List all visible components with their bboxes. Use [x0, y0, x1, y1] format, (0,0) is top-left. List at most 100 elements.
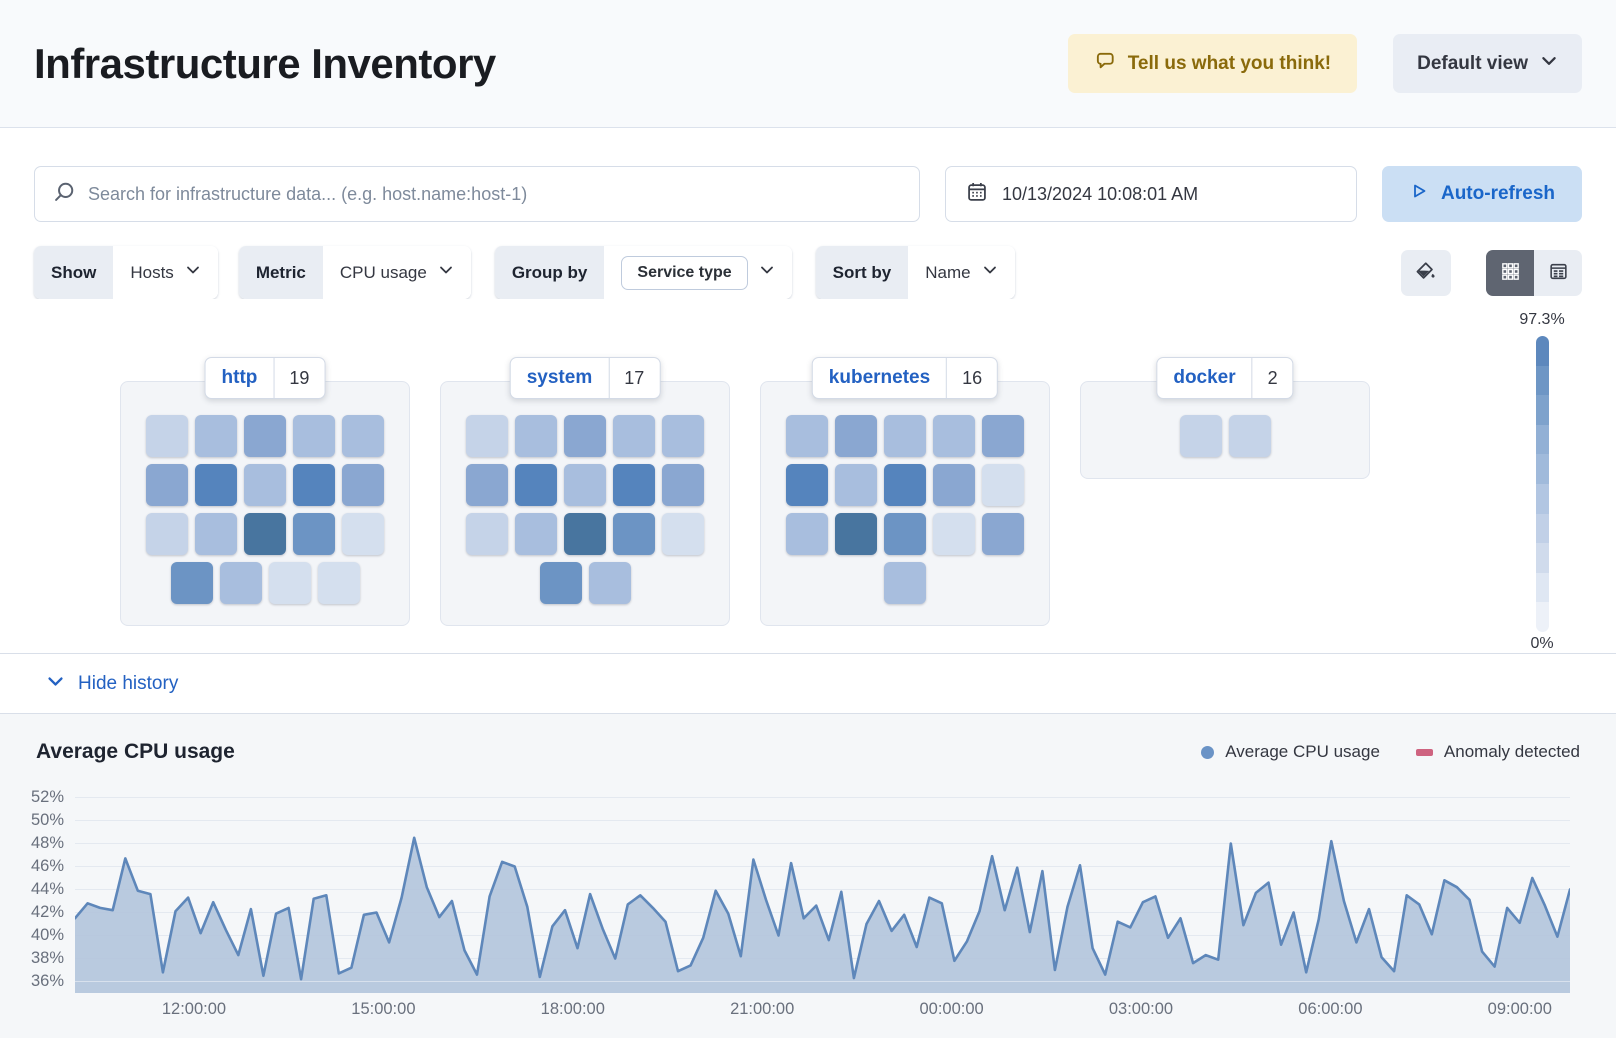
- search-input[interactable]: [88, 183, 901, 205]
- chevron-down-icon: [1540, 52, 1558, 76]
- table-view-toggle[interactable]: [1534, 249, 1582, 296]
- host-tile[interactable]: [342, 513, 384, 555]
- map-view-toggle[interactable]: [1486, 249, 1534, 296]
- x-axis-tick: 21:00:00: [730, 1000, 795, 1018]
- host-tile[interactable]: [835, 513, 877, 555]
- host-tile[interactable]: [933, 464, 975, 506]
- legend-item-anomaly[interactable]: Anomaly detected: [1415, 742, 1580, 762]
- sort-by-label: Sort by: [815, 246, 909, 299]
- x-axis-tick: 18:00:00: [540, 1000, 605, 1018]
- host-tile[interactable]: [835, 464, 877, 506]
- host-tile[interactable]: [982, 464, 1024, 506]
- host-tile[interactable]: [466, 513, 508, 555]
- host-tile[interactable]: [195, 415, 237, 457]
- group-by-value-pill[interactable]: Service type: [621, 255, 748, 290]
- group-name-link[interactable]: http: [221, 367, 258, 388]
- host-tile[interactable]: [982, 513, 1024, 555]
- view-selector-button[interactable]: Default view: [1393, 34, 1582, 93]
- host-tile[interactable]: [786, 513, 828, 555]
- host-tile[interactable]: [293, 415, 335, 457]
- host-tile[interactable]: [268, 562, 311, 604]
- host-tile[interactable]: [195, 513, 237, 555]
- host-tile[interactable]: [564, 513, 606, 555]
- page-title: Infrastructure Inventory: [34, 39, 496, 87]
- calendar-icon: [966, 181, 988, 208]
- host-tile[interactable]: [317, 562, 360, 604]
- host-tile[interactable]: [293, 464, 335, 506]
- host-tile[interactable]: [244, 513, 286, 555]
- host-tile[interactable]: [515, 513, 557, 555]
- host-tile[interactable]: [146, 464, 188, 506]
- host-tile[interactable]: [170, 562, 213, 604]
- host-tile[interactable]: [613, 513, 655, 555]
- host-tile[interactable]: [835, 415, 877, 457]
- host-tile[interactable]: [884, 464, 926, 506]
- host-tile[interactable]: [982, 415, 1024, 457]
- y-axis-tick: 50%: [30, 810, 64, 829]
- host-tile[interactable]: [884, 562, 926, 604]
- metric-dropdown[interactable]: CPU usage: [322, 246, 471, 299]
- host-tile[interactable]: [244, 464, 286, 506]
- x-axis-tick: 06:00:00: [1298, 1000, 1363, 1018]
- chevron-down-icon: [982, 262, 998, 283]
- tile-row: [144, 562, 386, 604]
- host-tile[interactable]: [933, 415, 975, 457]
- auto-refresh-label: Auto-refresh: [1440, 183, 1555, 204]
- legend-step: [1535, 454, 1549, 484]
- host-tile[interactable]: [466, 415, 508, 457]
- host-tile[interactable]: [1228, 415, 1271, 457]
- sort-by-dropdown[interactable]: Name: [908, 246, 1015, 299]
- host-tile[interactable]: [244, 415, 286, 457]
- host-tile[interactable]: [884, 513, 926, 555]
- header-actions: Tell us what you think! Default view: [1067, 34, 1582, 93]
- chart-legend: Average CPU usage Anomaly detected: [1201, 742, 1580, 762]
- host-tile[interactable]: [146, 513, 188, 555]
- host-tile[interactable]: [219, 562, 262, 604]
- host-tile[interactable]: [933, 513, 975, 555]
- group-by-dropdown[interactable]: Service type: [604, 246, 792, 299]
- tile-row: [144, 513, 386, 555]
- group-by-label: Group by: [494, 246, 605, 299]
- legend-step: [1535, 513, 1549, 544]
- legend-step: [1535, 424, 1549, 455]
- host-tile[interactable]: [539, 562, 582, 604]
- auto-refresh-button[interactable]: Auto-refresh: [1382, 166, 1582, 222]
- host-tile[interactable]: [786, 464, 828, 506]
- host-tile[interactable]: [588, 562, 631, 604]
- host-tile[interactable]: [662, 415, 704, 457]
- history-toggle[interactable]: Hide history: [0, 653, 1616, 714]
- group-name-link[interactable]: docker: [1173, 367, 1236, 388]
- y-axis-tick: 42%: [30, 902, 64, 921]
- host-tile[interactable]: [564, 415, 606, 457]
- group-by-control: Group by Service type: [494, 246, 792, 299]
- host-tile[interactable]: [515, 464, 557, 506]
- host-tile[interactable]: [466, 464, 508, 506]
- toolbar: 10/13/2024 10:08:01 AM Auto-refresh: [34, 166, 1582, 222]
- host-tile[interactable]: [342, 415, 384, 457]
- group-name-link[interactable]: system: [526, 367, 593, 388]
- group-name-link[interactable]: kubernetes: [828, 367, 931, 388]
- host-tile[interactable]: [195, 464, 237, 506]
- host-tile[interactable]: [564, 464, 606, 506]
- show-dropdown[interactable]: Hosts: [113, 246, 218, 299]
- host-tile[interactable]: [662, 464, 704, 506]
- host-tile[interactable]: [146, 415, 188, 457]
- group-count: 17: [624, 367, 645, 388]
- cpu-usage-chart[interactable]: [75, 786, 1570, 993]
- legend-color-button[interactable]: [1401, 249, 1451, 296]
- host-tile[interactable]: [613, 464, 655, 506]
- date-picker-button[interactable]: 10/13/2024 10:08:01 AM: [945, 166, 1357, 222]
- feedback-button-label: Tell us what you think!: [1127, 52, 1332, 74]
- host-tile[interactable]: [342, 464, 384, 506]
- host-tile[interactable]: [786, 415, 828, 457]
- host-tile[interactable]: [662, 513, 704, 555]
- feedback-button[interactable]: Tell us what you think!: [1067, 34, 1358, 93]
- host-tile[interactable]: [884, 415, 926, 457]
- tile-row: [784, 513, 1026, 555]
- host-tile[interactable]: [515, 415, 557, 457]
- legend-item-avg-cpu[interactable]: Average CPU usage: [1201, 742, 1380, 762]
- host-tile[interactable]: [1179, 415, 1222, 457]
- host-tile[interactable]: [293, 513, 335, 555]
- host-tile[interactable]: [613, 415, 655, 457]
